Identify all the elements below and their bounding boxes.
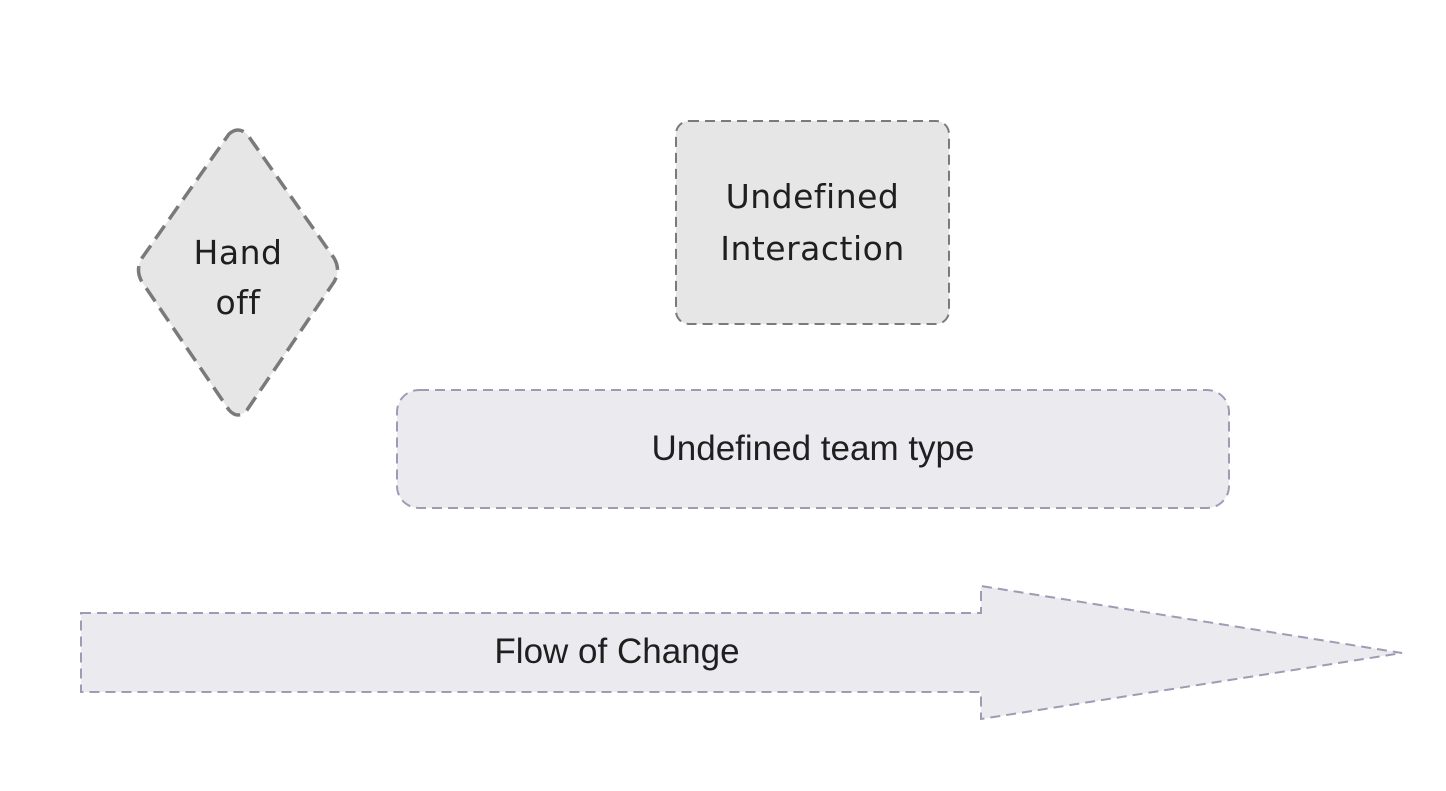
- undefined-interaction-box[interactable]: [675, 120, 950, 325]
- handoff-label: Hand off: [168, 228, 308, 328]
- flow-of-change-label: Flow of Change: [494, 632, 740, 671]
- flow-of-change-arrow[interactable]: [80, 584, 1403, 721]
- undefined-team-type-box[interactable]: [396, 389, 1230, 509]
- handoff-diamond[interactable]: [136, 128, 340, 417]
- undefined-interaction-label: Undefined Interaction: [676, 171, 949, 275]
- undefined-interaction-label-line1: Undefined: [725, 177, 900, 216]
- undefined-interaction-label-line2: Interaction: [720, 229, 905, 268]
- handoff-label-line2: off: [215, 283, 261, 322]
- undefined-team-type-label: Undefined team type: [651, 429, 975, 468]
- handoff-label-line1: Hand: [193, 233, 283, 272]
